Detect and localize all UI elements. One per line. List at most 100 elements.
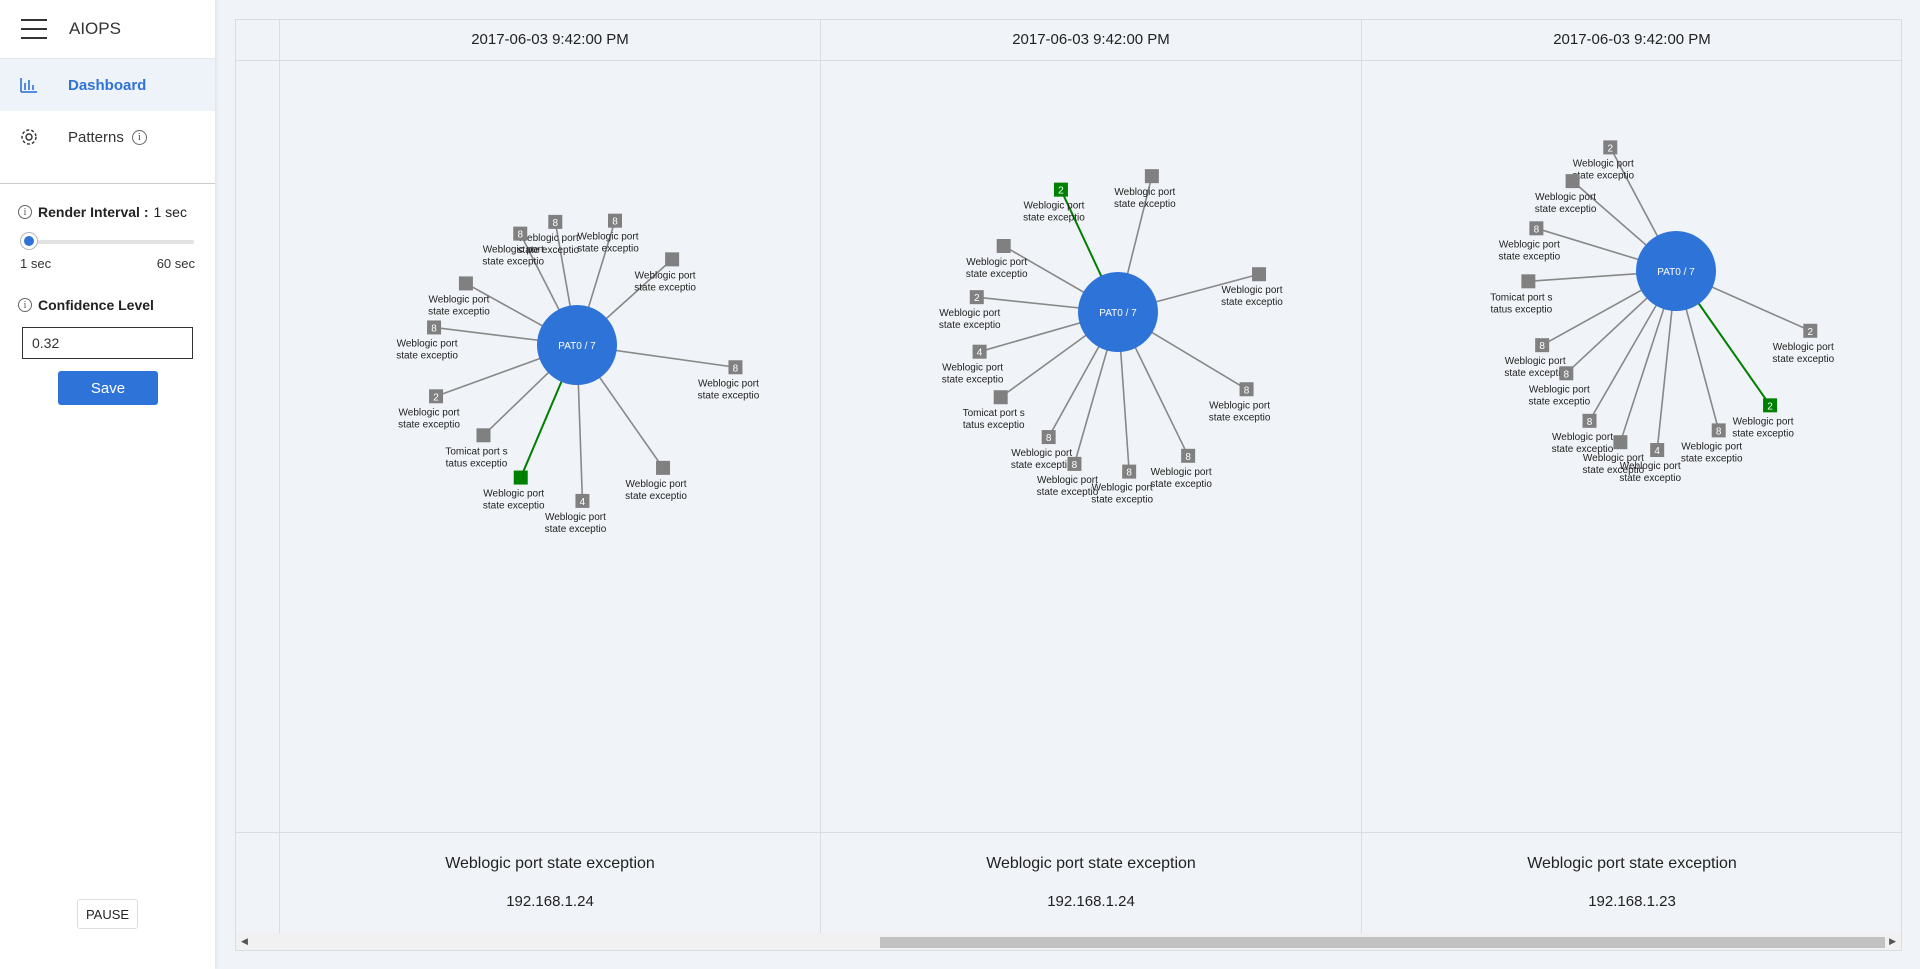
node-square[interactable]	[1122, 464, 1137, 479]
info-icon[interactable]: i	[18, 205, 32, 219]
node-square[interactable]	[656, 460, 671, 475]
node-square[interactable]	[1053, 182, 1068, 197]
node-square[interactable]	[972, 344, 987, 359]
nav-item-patterns[interactable]: Patterns i	[0, 111, 215, 163]
node-badge: 4	[1654, 446, 1660, 457]
node-square[interactable]	[996, 239, 1011, 253]
node-label: state exceptio	[1681, 453, 1743, 464]
scroll-right-arrow-icon[interactable]: ▶	[1889, 936, 1896, 946]
node-label: Weblogic port	[1499, 239, 1560, 250]
node-label: Weblogic port	[942, 363, 1003, 374]
node-square[interactable]	[1041, 430, 1056, 445]
node-square[interactable]	[1650, 443, 1665, 458]
nav-item-dashboard[interactable]: Dashboard	[0, 59, 215, 111]
node-square[interactable]	[1252, 267, 1267, 282]
horizontal-scrollbar[interactable]: ◀ ▶	[236, 933, 1901, 950]
node-square[interactable]	[1144, 169, 1159, 184]
scrollbar-thumb[interactable]	[880, 937, 1885, 948]
node-square[interactable]	[1763, 398, 1778, 413]
node-square[interactable]	[427, 320, 442, 335]
node-square[interactable]	[458, 276, 473, 291]
pattern-center-node[interactable]	[537, 305, 617, 385]
hamburger-menu-icon[interactable]	[21, 19, 47, 39]
node-square[interactable]	[513, 470, 528, 485]
info-icon[interactable]: i	[18, 298, 32, 312]
node-square[interactable]	[1565, 174, 1580, 189]
scroll-left-arrow-icon[interactable]: ◀	[241, 936, 248, 946]
node-square[interactable]	[608, 213, 623, 228]
node-square[interactable]	[1067, 456, 1082, 471]
node-square[interactable]	[665, 252, 680, 267]
bar-chart-icon	[18, 74, 40, 96]
node-square[interactable]	[1521, 274, 1536, 289]
pause-button[interactable]: PAUSE	[77, 899, 138, 929]
node-square[interactable]	[513, 226, 528, 241]
render-interval-slider[interactable]	[20, 231, 194, 253]
confidence-level-label: Confidence Level	[38, 297, 154, 313]
node-square[interactable]	[1603, 140, 1618, 155]
node-square[interactable]	[1613, 435, 1628, 450]
node-label: tatus exceptio	[963, 420, 1025, 431]
pattern-ip: 192.168.1.23	[1588, 893, 1676, 910]
save-button[interactable]: Save	[58, 371, 158, 405]
node-square[interactable]	[1535, 338, 1550, 353]
node-square[interactable]	[548, 214, 563, 229]
node-square[interactable]	[1803, 323, 1818, 338]
node-square[interactable]	[728, 360, 743, 375]
confidence-level-input[interactable]	[22, 327, 193, 359]
node-square[interactable]	[575, 493, 590, 508]
slider-track[interactable]	[22, 240, 194, 244]
node-square[interactable]	[1181, 448, 1196, 463]
node-square[interactable]	[1559, 366, 1574, 381]
node-square[interactable]	[1582, 413, 1597, 428]
pattern-title: Weblogic port state exception	[445, 855, 655, 872]
node-square[interactable]	[1711, 423, 1726, 438]
node-square[interactable]	[993, 390, 1008, 405]
node-square[interactable]	[1529, 221, 1544, 236]
pattern-center-node[interactable]	[1078, 272, 1158, 352]
node-square[interactable]	[969, 290, 984, 305]
slider-thumb[interactable]	[20, 232, 38, 250]
node-square[interactable]	[476, 428, 491, 443]
node-square[interactable]	[1239, 382, 1254, 397]
node-square[interactable]	[429, 389, 444, 404]
pattern-center-node[interactable]	[1636, 231, 1716, 311]
info-icon[interactable]: i	[131, 129, 147, 145]
